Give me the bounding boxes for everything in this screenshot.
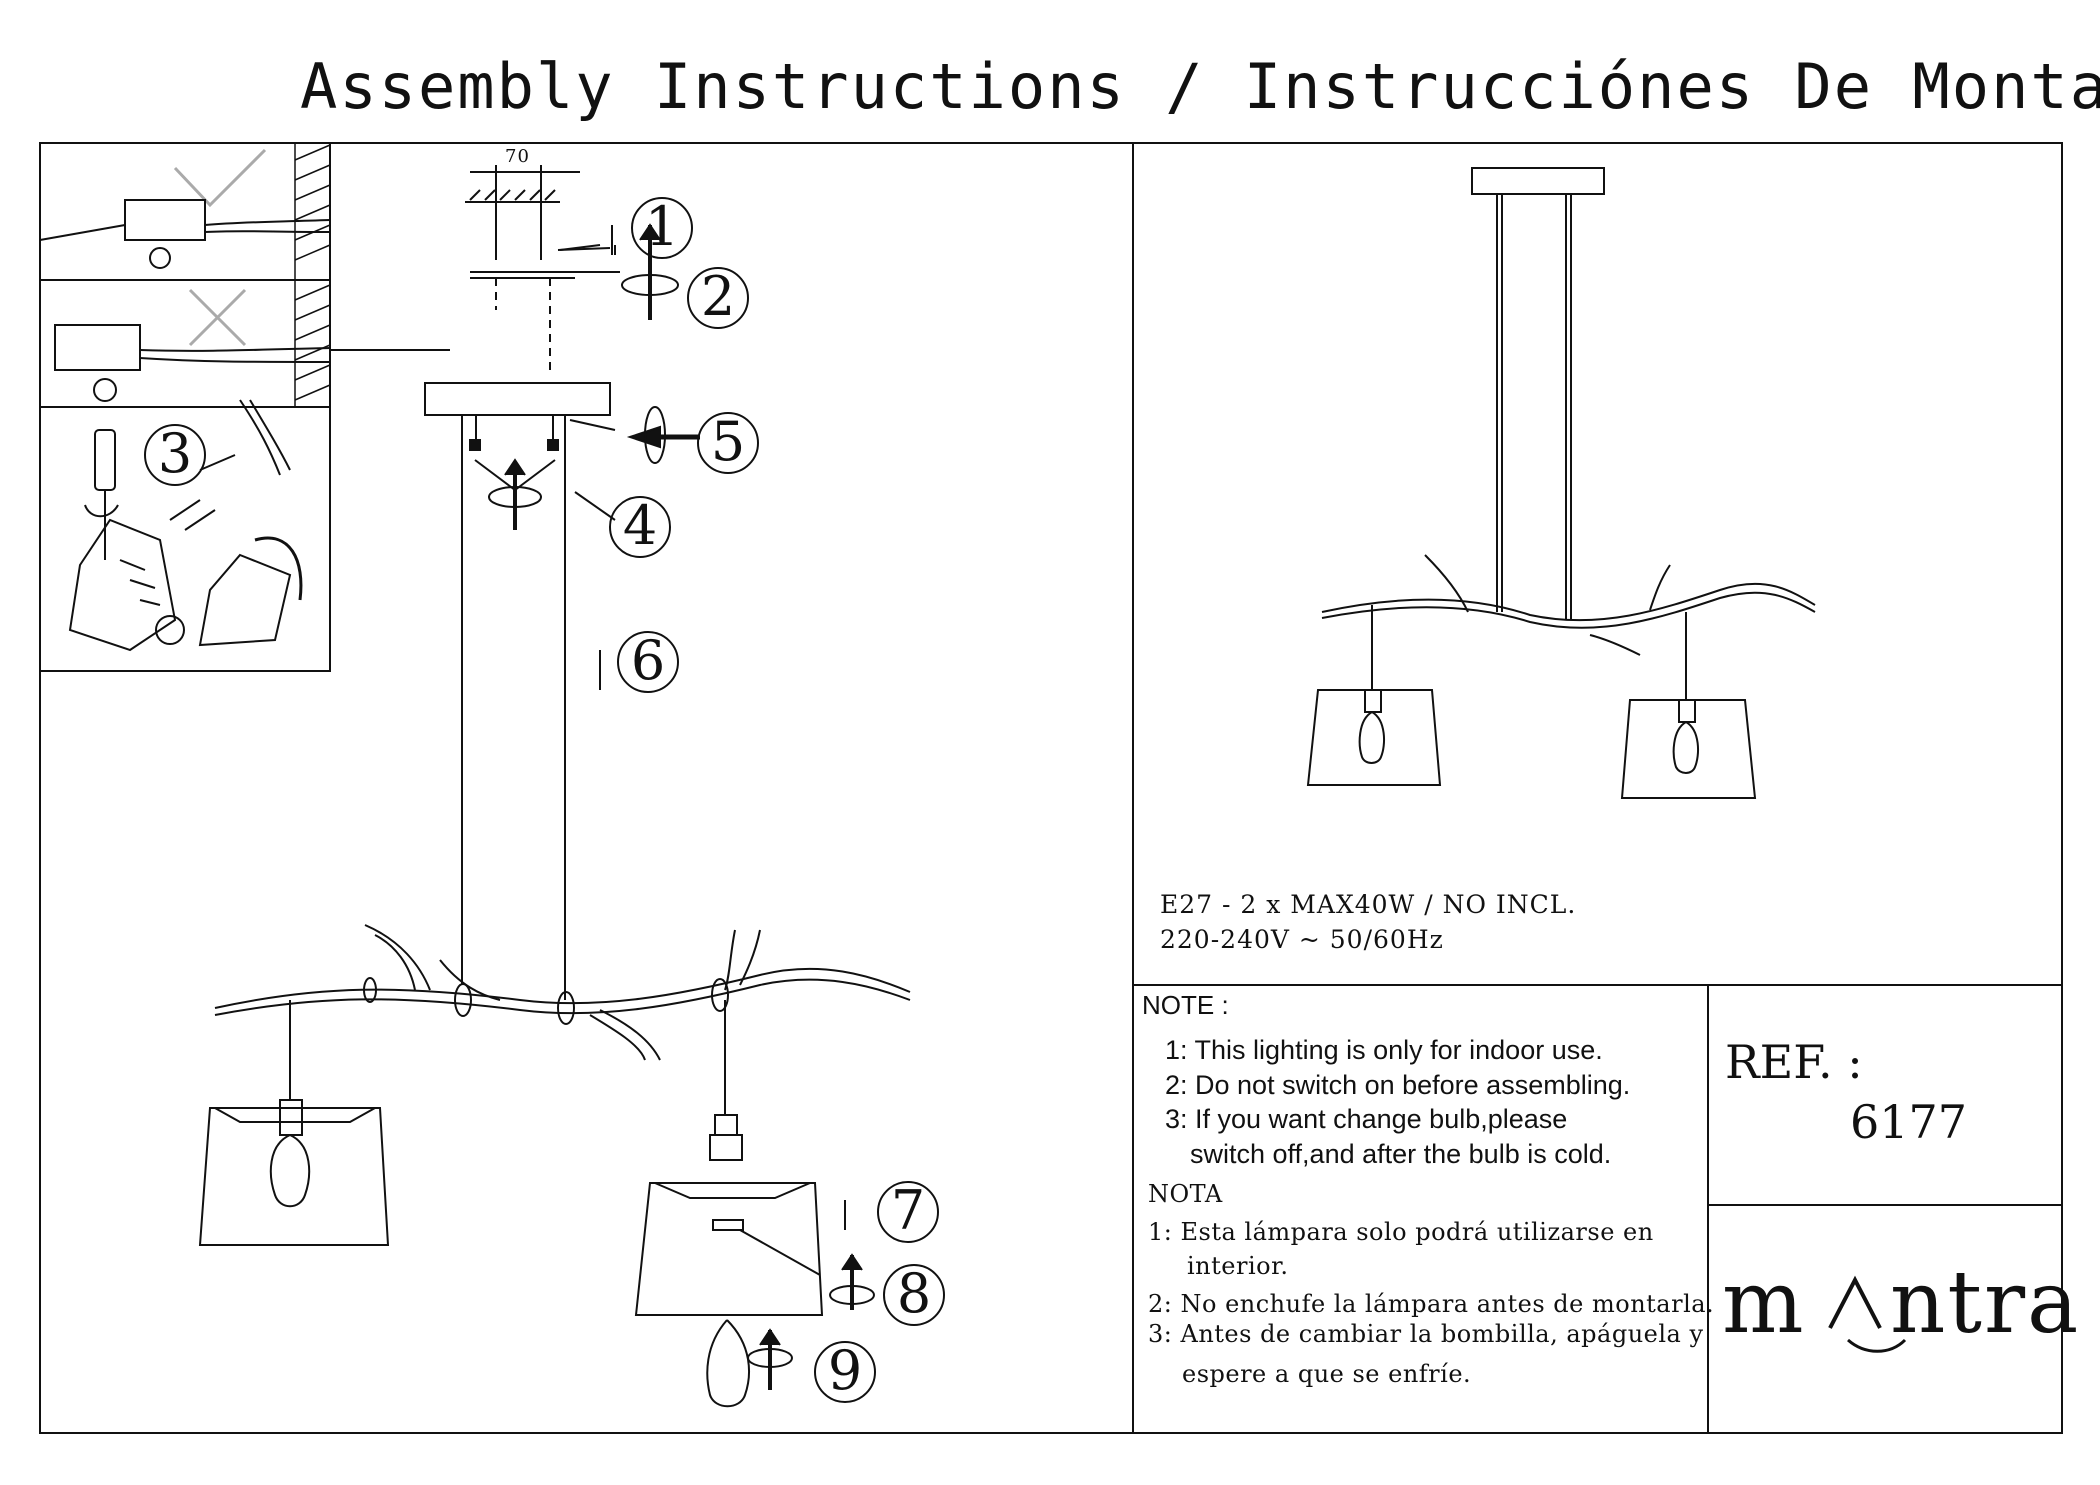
nota-item-3: 3: Antes de cambiar la bombilla, apáguel… bbox=[1148, 1320, 1704, 1348]
spec-bulb: E27 - 2 x MAX40W / NO INCL. bbox=[1160, 890, 1577, 919]
note-item-3-cont: switch off,and after the bulb is cold. bbox=[1190, 1139, 1612, 1169]
outer-frame bbox=[39, 142, 2063, 1434]
note-item-1: 1: This lighting is only for indoor use. bbox=[1165, 1035, 1603, 1065]
nota-heading: NOTA bbox=[1148, 1180, 1223, 1208]
note-item-3: 3: If you want change bulb,please bbox=[1165, 1104, 1568, 1134]
step-8-label: 8 bbox=[896, 1262, 932, 1325]
brand-logo-left: m bbox=[1722, 1253, 1806, 1353]
nota-item-2: 2: No enchufe la lámpara antes de montar… bbox=[1148, 1290, 1715, 1318]
step-4-label: 4 bbox=[622, 494, 658, 557]
reference-label: REF. : bbox=[1725, 1035, 1863, 1089]
note-heading: NOTE : bbox=[1142, 990, 1229, 1020]
step-1-label: 1 bbox=[644, 195, 680, 258]
step-3-label: 3 bbox=[157, 422, 193, 485]
dimension-label: 70 bbox=[505, 146, 530, 167]
step-2-label: 2 bbox=[700, 265, 736, 328]
step-6-label: 6 bbox=[630, 629, 666, 692]
page-title: Assembly Instructions / Instrucciónes De… bbox=[300, 50, 2100, 123]
nota-item-1: 1: Esta lámpara solo podrá utilizarse en bbox=[1148, 1218, 1654, 1246]
spec-voltage: 220-240V ~ 50/60Hz bbox=[1160, 925, 1444, 954]
nota-item-1-cont: interior. bbox=[1187, 1252, 1289, 1280]
brand-logo-right: ntra bbox=[1890, 1253, 2081, 1353]
step-9-label: 9 bbox=[827, 1339, 863, 1402]
nota-item-3-cont: espere a que se enfríe. bbox=[1182, 1360, 1472, 1388]
reference-number: 6177 bbox=[1850, 1095, 1968, 1149]
step-7-label: 7 bbox=[890, 1179, 926, 1242]
step-5-label: 5 bbox=[710, 410, 746, 473]
brand-caret bbox=[1828, 1275, 1882, 1329]
note-item-2: 2: Do not switch on before assembling. bbox=[1165, 1070, 1631, 1100]
brand-smile bbox=[1847, 1338, 1907, 1353]
